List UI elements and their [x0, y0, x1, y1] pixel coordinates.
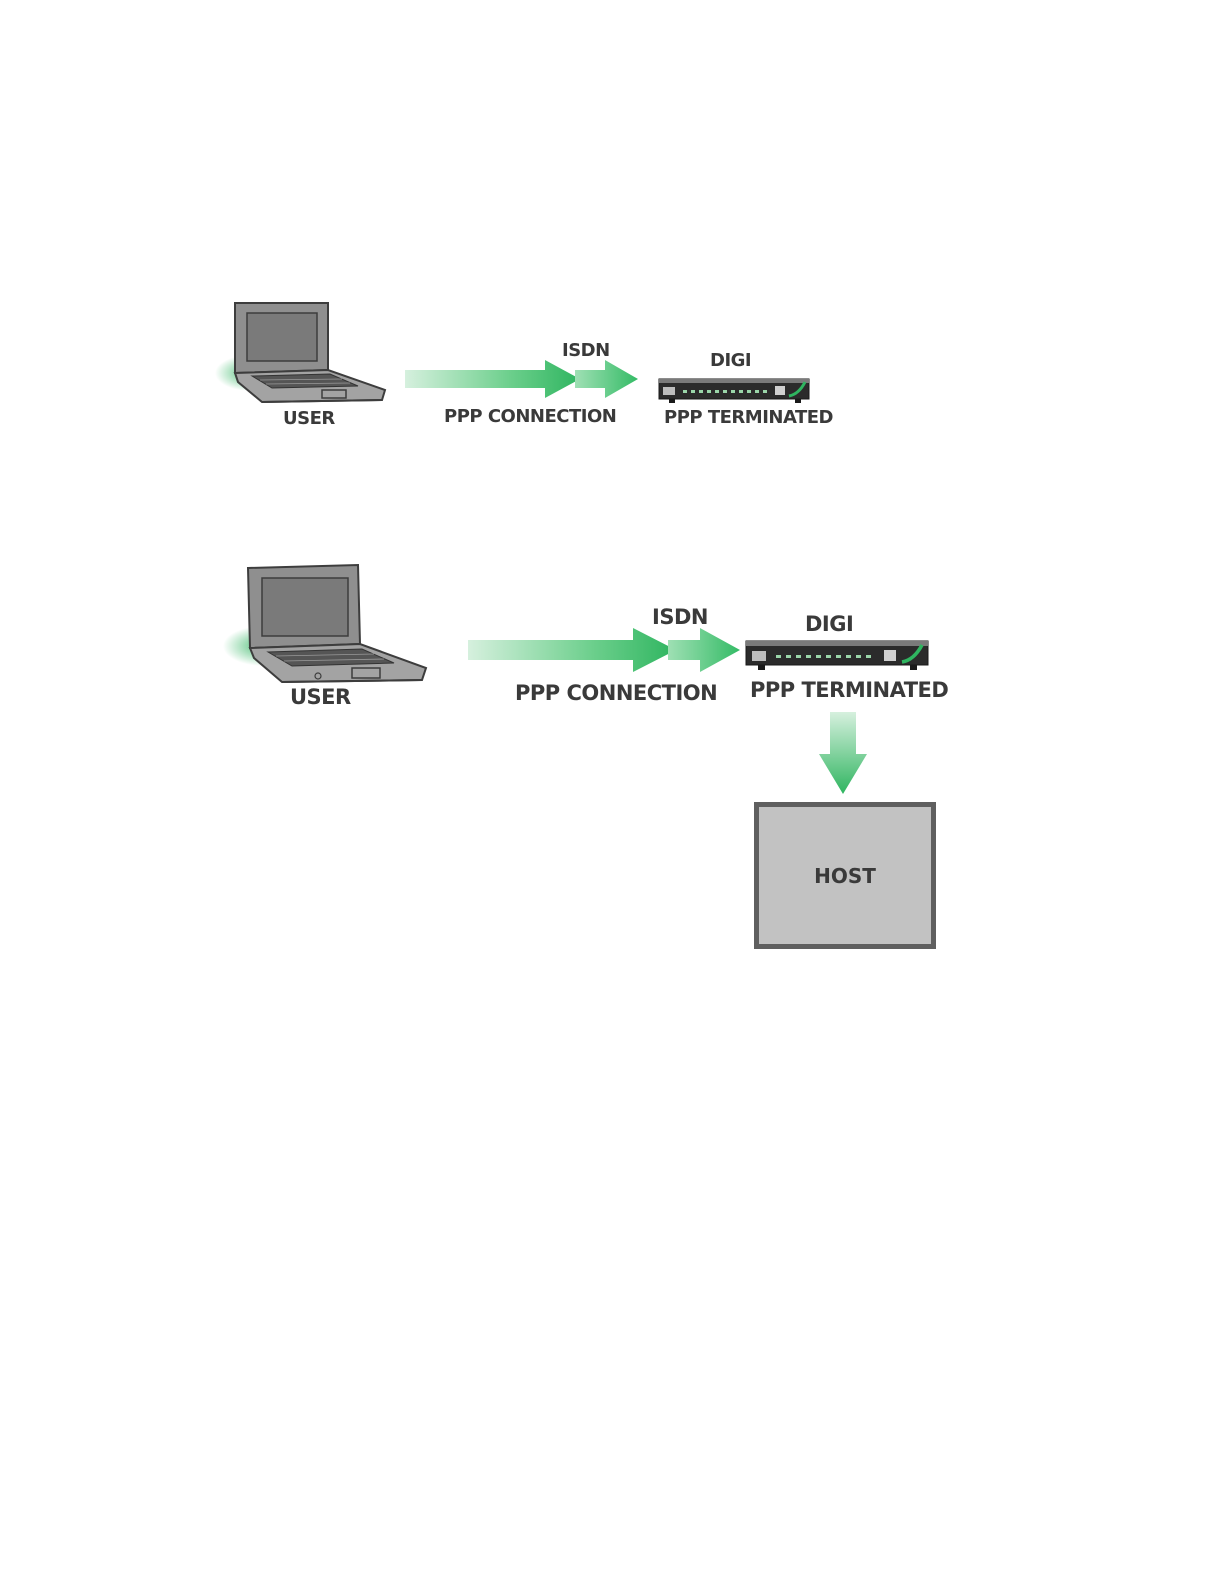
ppp-connection-arrow — [405, 360, 645, 400]
digi-label: DIGI — [805, 612, 853, 636]
laptop-icon — [210, 298, 390, 408]
diagram-ppp-terminated: USER ISDN PPP CONNECTION DIGI PPP TERMIN… — [0, 290, 1224, 450]
user-label: USER — [283, 408, 335, 429]
digi-device-icon — [657, 376, 812, 406]
digi-device-icon — [744, 638, 930, 674]
down-arrow — [818, 712, 868, 796]
ppp-connection-label: PPP CONNECTION — [515, 681, 717, 705]
ppp-connection-label: PPP CONNECTION — [444, 406, 616, 427]
ppp-terminated-label: PPP TERMINATED — [664, 407, 833, 428]
laptop-icon — [218, 560, 433, 690]
isdn-label: ISDN — [562, 340, 610, 361]
host-label: HOST — [814, 864, 876, 888]
ppp-connection-arrow — [468, 628, 748, 674]
digi-label: DIGI — [710, 350, 751, 371]
ppp-terminated-label: PPP TERMINATED — [750, 678, 948, 702]
isdn-label: ISDN — [652, 605, 708, 629]
diagram-ppp-to-host: USER ISDN PPP CONNECTION DIGI PPP TERMIN… — [0, 550, 1224, 970]
host-box: HOST — [754, 802, 936, 949]
user-label: USER — [290, 685, 351, 709]
